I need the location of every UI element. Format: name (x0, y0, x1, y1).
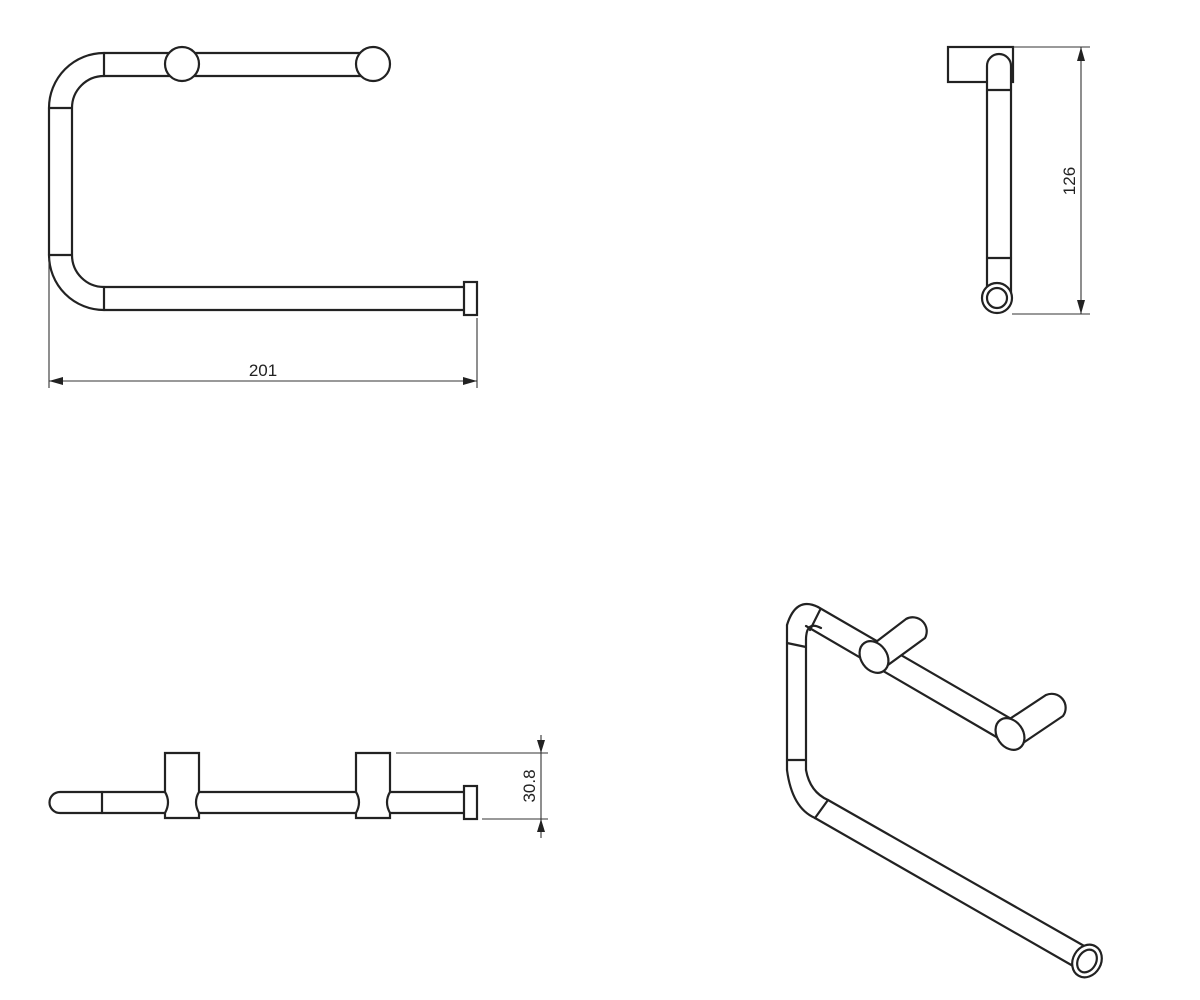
iso-mount-cylinder-2-face (994, 717, 1026, 751)
iso-bend-top-inner (804, 624, 823, 642)
side-view-end-cap-inner (985, 286, 1009, 310)
iso-mount-cylinder-1-face (858, 640, 890, 674)
iso-bend-top-line (808, 608, 822, 632)
front-view-mount-1 (163, 751, 201, 820)
top-view-end-cap (462, 280, 479, 317)
front-view-mount-2 (354, 751, 392, 820)
dim-30-8-label: 30.8 (520, 769, 539, 802)
dim-201-label: 201 (249, 361, 277, 380)
iso-post-line-1 (785, 641, 808, 649)
top-view: 201 (47, 45, 479, 388)
dim-126-arrow-top (1077, 47, 1085, 61)
side-view-tube (985, 52, 1013, 314)
dim-126-label: 126 (1060, 167, 1079, 195)
iso-top-arm-edge-2 (804, 624, 1007, 744)
front-view-tube (48, 790, 466, 815)
iso-bend-bottom-line (813, 798, 830, 820)
front-view-end-cap (462, 784, 479, 821)
isometric-view (785, 602, 1103, 979)
iso-bend-top-outer (785, 602, 820, 627)
top-view-outer-contour (47, 51, 466, 312)
dim-30-8-arrow-bottom (537, 819, 545, 832)
iso-end-cap-outer (1071, 943, 1103, 979)
dim-126-arrow-bottom (1077, 300, 1085, 314)
iso-end-cap-inner (1076, 948, 1098, 974)
top-view-mount-disc-1 (163, 45, 201, 83)
iso-bend-bottom-inner (804, 768, 830, 802)
side-view: 126 (946, 45, 1090, 315)
front-view: 30.8 (48, 735, 548, 838)
iso-bottom-arm-edge-2 (826, 798, 1095, 953)
dim-201-arrow-right (463, 377, 477, 385)
top-view-inner-contour (70, 74, 466, 289)
top-view-mount-disc-2 (354, 45, 392, 83)
dim-201-arrow-left (49, 377, 63, 385)
iso-top-arm-edge-1 (816, 605, 1022, 726)
dim-30-8-arrow-top (537, 740, 545, 753)
iso-bend-bottom-outer (785, 768, 817, 820)
iso-bottom-arm-edge-1 (813, 816, 1082, 972)
